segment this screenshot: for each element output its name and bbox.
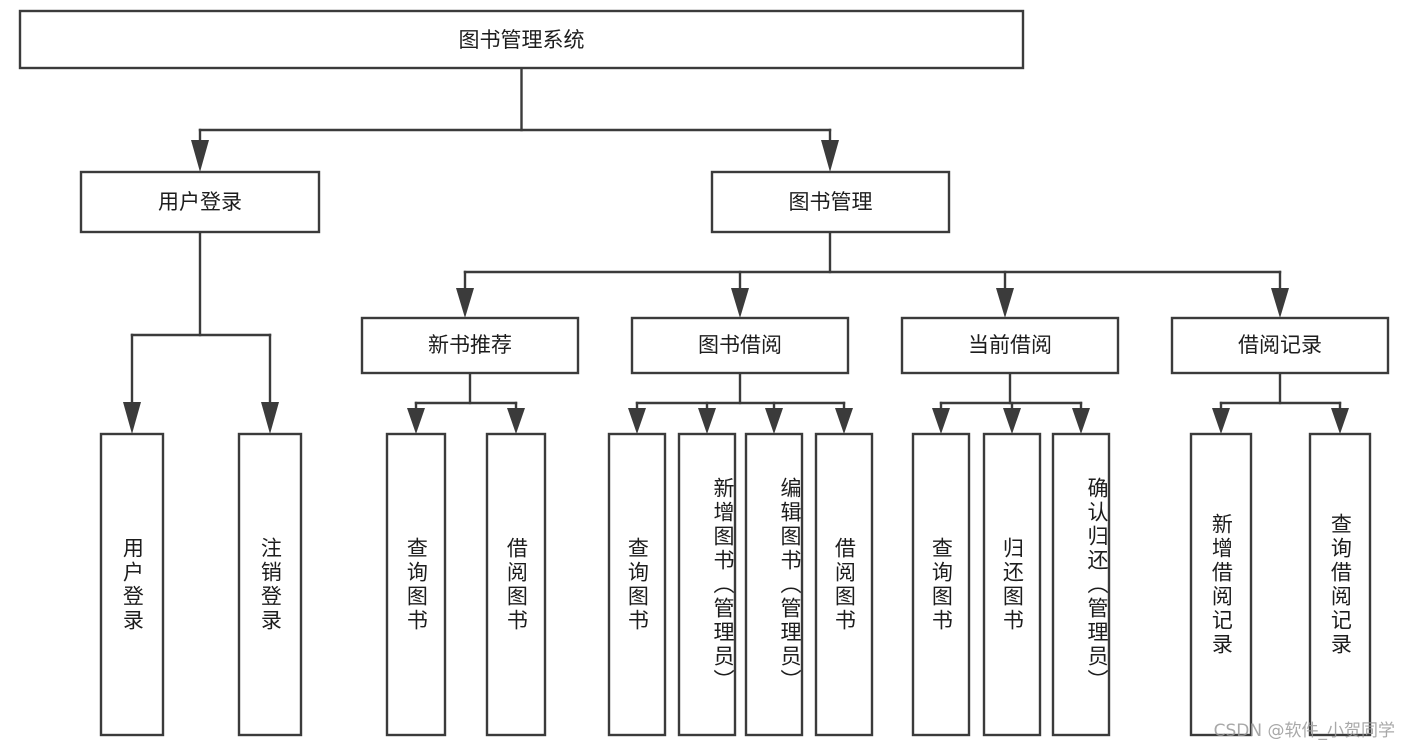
arrow-records-add: [1212, 408, 1230, 434]
node-user-login[interactable]: 用户登录: [79, 170, 321, 234]
leaf-box-lend-book[interactable]: [814, 432, 874, 737]
book-management-label: 图书管理: [789, 190, 873, 214]
borrow-records-label: 借阅记录: [1238, 333, 1322, 357]
user-login-box[interactable]: [79, 170, 321, 234]
arrow-to-newbook: [456, 288, 474, 318]
arrow-to-leaf-logout: [261, 402, 279, 434]
user-login-label: 用户登录: [158, 190, 242, 214]
book-borrow-label: 图书借阅: [698, 333, 782, 357]
arrow-to-borrow: [731, 288, 749, 318]
current-borrow-label: 当前借阅: [968, 333, 1052, 357]
arrow-to-user-login: [191, 140, 209, 172]
leaf-box-query-book-borrow[interactable]: [607, 432, 667, 737]
leaf-box-return-book[interactable]: [982, 432, 1042, 737]
leaf-box-add-borrow-record[interactable]: [1189, 432, 1253, 737]
node-current-borrow[interactable]: 当前借阅: [900, 316, 1120, 375]
arrow-borrow-lend: [835, 408, 853, 434]
arrow-borrow-query: [628, 408, 646, 434]
node-book-borrow[interactable]: 图书借阅: [630, 316, 850, 375]
leaf-box-query-book-new[interactable]: [385, 432, 447, 737]
new-book-recommend-label: 新书推荐: [428, 333, 512, 357]
csdn-watermark: CSDN @软件_小贺同学: [1213, 721, 1395, 741]
arrow-to-book-mgmt: [821, 140, 839, 172]
connector-layer: [123, 66, 1349, 434]
book-management-box[interactable]: [710, 170, 951, 234]
node-new-book-recommend[interactable]: 新书推荐: [360, 316, 580, 375]
leaf-box-add-book-admin[interactable]: [677, 432, 737, 737]
arrow-to-current: [996, 288, 1014, 318]
leaf-box-query-borrow-record[interactable]: [1308, 432, 1372, 737]
leaf-box-layer: [99, 432, 1372, 737]
node-borrow-records[interactable]: 借阅记录: [1170, 316, 1390, 375]
leaf-box-logout[interactable]: [237, 432, 303, 737]
arrow-current-confirm: [1072, 408, 1090, 434]
leaf-box-edit-book-admin[interactable]: [744, 432, 804, 737]
leaf-box-query-book-current[interactable]: [911, 432, 971, 737]
root-label: 图书管理系统: [459, 28, 585, 52]
node-book-management[interactable]: 图书管理: [710, 170, 951, 234]
arrow-borrow-edit: [765, 408, 783, 434]
node-root[interactable]: 图书管理系统: [18, 9, 1025, 70]
leaf-box-user-login[interactable]: [99, 432, 165, 737]
arrow-newbook-query: [407, 408, 425, 434]
borrow-records-box[interactable]: [1170, 316, 1390, 375]
arrow-newbook-borrow: [507, 408, 525, 434]
leaf-box-borrow-book-new[interactable]: [485, 432, 547, 737]
book-borrow-box[interactable]: [630, 316, 850, 375]
current-borrow-box[interactable]: [900, 316, 1120, 375]
arrow-to-leaf-user-login: [123, 402, 141, 434]
arrow-current-return: [1003, 408, 1021, 434]
leaf-box-confirm-return-admin[interactable]: [1051, 432, 1111, 737]
root-box[interactable]: [18, 9, 1025, 70]
arrow-borrow-add: [698, 408, 716, 434]
arrow-records-query: [1331, 408, 1349, 434]
arrow-to-records: [1271, 288, 1289, 318]
arrow-current-query: [932, 408, 950, 434]
new-book-recommend-box[interactable]: [360, 316, 580, 375]
